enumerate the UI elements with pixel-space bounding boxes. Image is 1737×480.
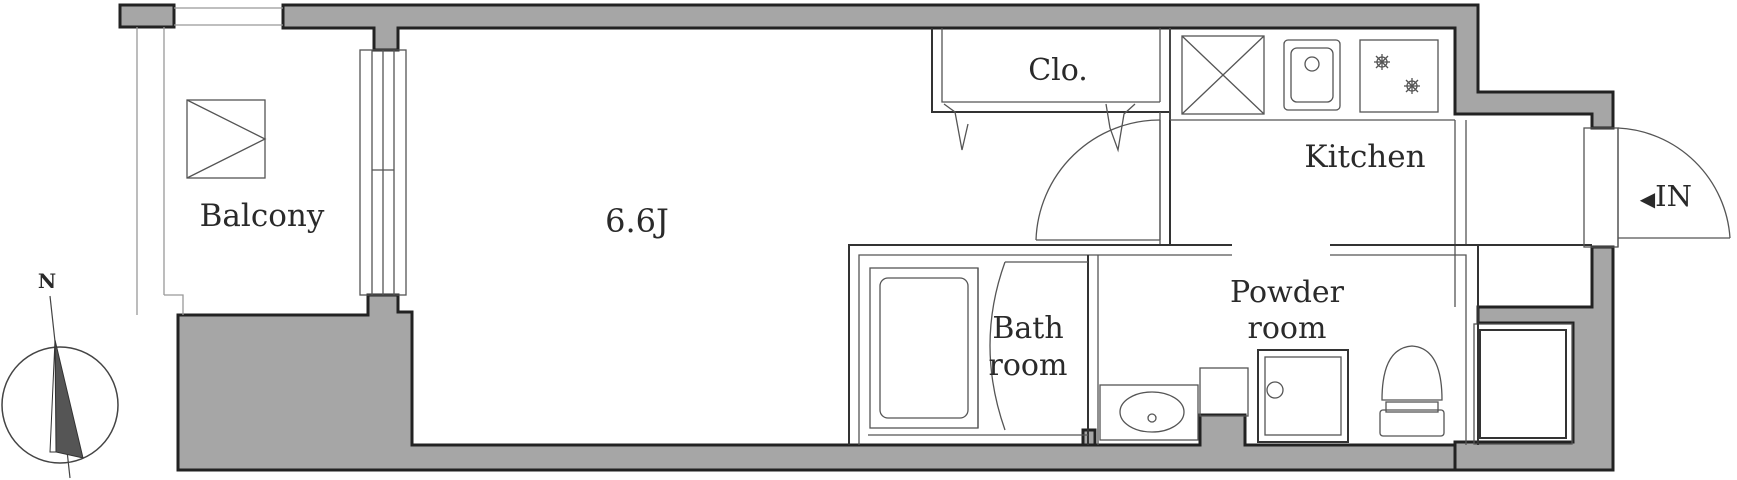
stove-icon: [1359, 39, 1439, 113]
compass-icon: N: [1, 269, 119, 479]
toilet-icon: [1379, 345, 1445, 437]
vanity-sink-icon: [1099, 384, 1199, 441]
balcony-label: Balcony: [200, 198, 325, 234]
kitchen: Kitchen: [1169, 28, 1455, 175]
balcony-sliding-door[interactable]: [359, 49, 407, 296]
bathroom: Bath room: [868, 261, 1088, 436]
storage-cabinet-icon: [1199, 367, 1249, 417]
entrance-arrow-icon: ◀: [1640, 187, 1656, 211]
entrance-label: ◀IN: [1640, 179, 1692, 213]
room-door[interactable]: [1035, 119, 1161, 241]
shoe-cabinet-icon: [1479, 329, 1567, 439]
ac-unit-icon: [186, 99, 266, 179]
bathroom-label-line2: room: [989, 348, 1068, 383]
washing-machine-pan-icon: [1257, 349, 1349, 443]
closet-label: Clo.: [1028, 53, 1088, 88]
kitchen-sink-icon: [1283, 39, 1341, 111]
wet-area-walls: [848, 244, 1479, 445]
powder-room-label-line1: Powder: [1230, 275, 1345, 310]
powder-room: Powder room: [1099, 275, 1445, 443]
entrance-door[interactable]: [1583, 127, 1731, 248]
balcony: Balcony: [136, 7, 325, 315]
bathtub-icon: [869, 267, 979, 429]
refrigerator-icon: [1181, 35, 1265, 115]
powder-room-label-line2: room: [1248, 311, 1327, 346]
bathroom-label-line1: Bath: [992, 311, 1063, 346]
kitchen-label: Kitchen: [1304, 139, 1425, 175]
compass-north-label: N: [38, 269, 56, 293]
main-room-label: 6.6J: [605, 202, 669, 240]
closet: Clo.: [931, 28, 1171, 153]
